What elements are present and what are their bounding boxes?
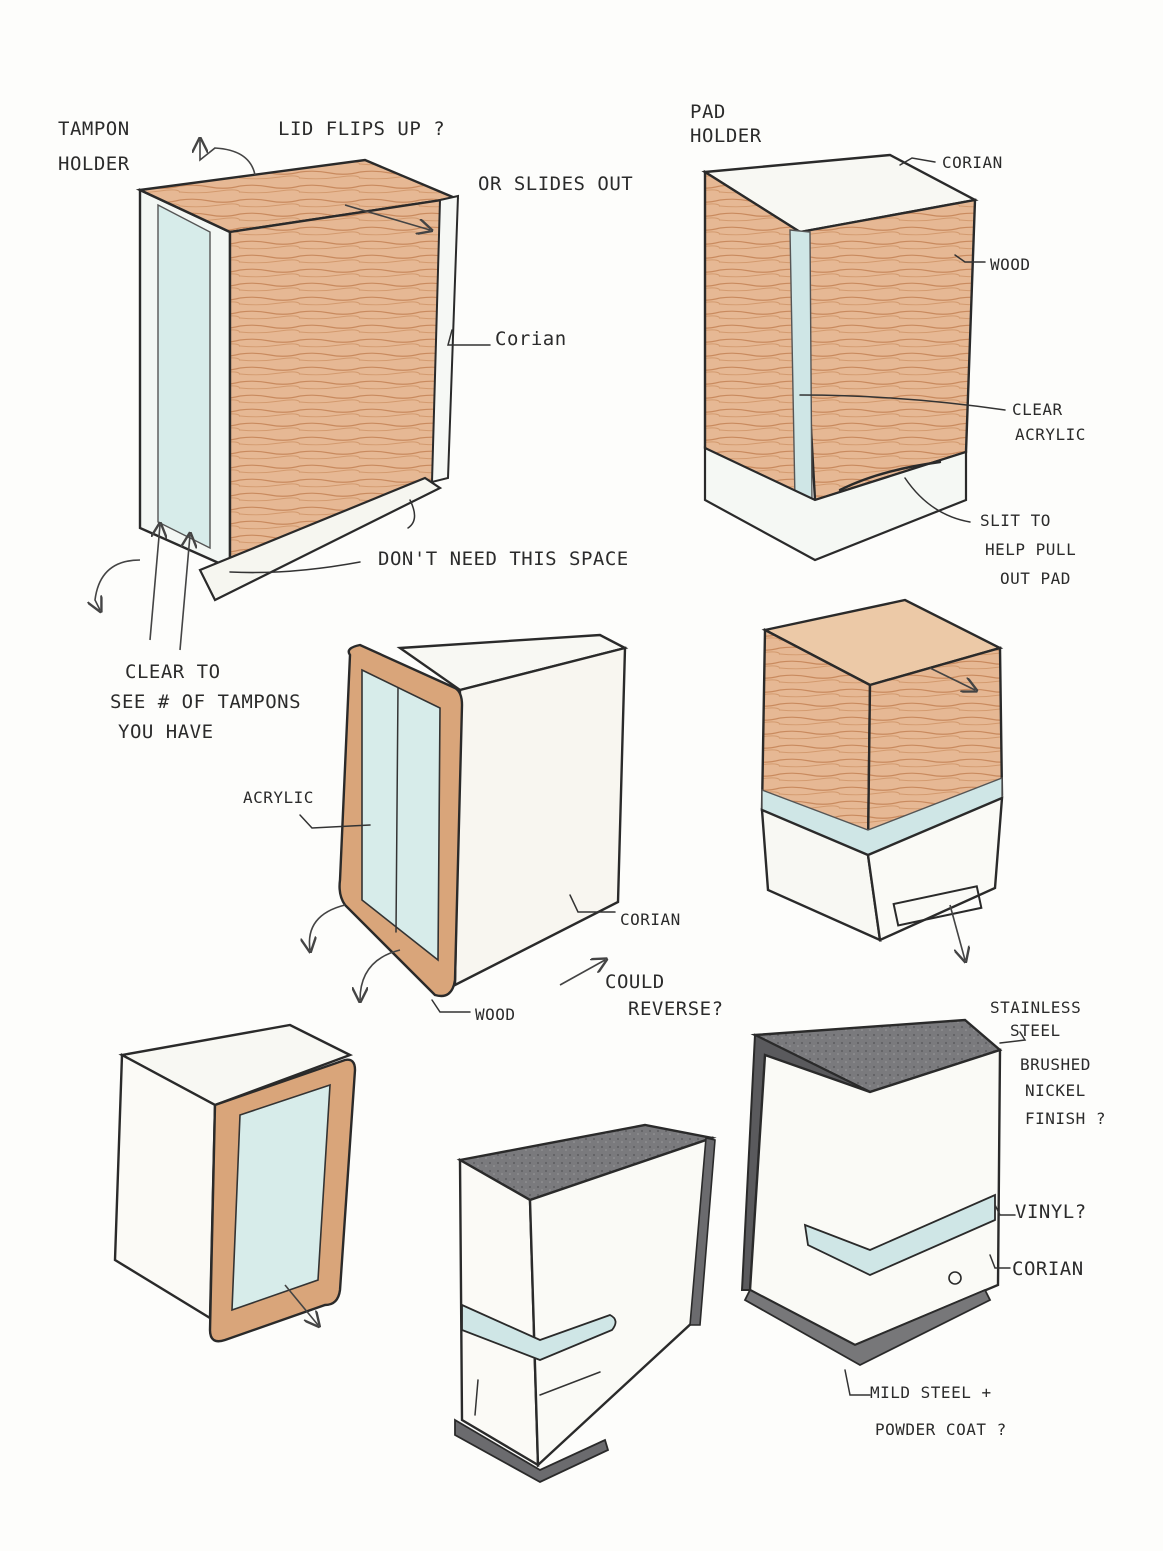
sketch-pad-holder-steel-small xyxy=(454,1123,717,1484)
corian-label: Corian xyxy=(495,328,567,350)
pull-notch xyxy=(948,1271,962,1285)
dispense-arrow xyxy=(284,1284,318,1325)
space-label: DON'T NEED THIS SPACE xyxy=(378,548,629,570)
wood-label: WOOD xyxy=(475,1005,516,1024)
stainless-leader xyxy=(999,1031,1027,1044)
lid-flip-arrow xyxy=(200,140,256,176)
side-corian xyxy=(453,646,627,987)
stainless-label-1: STAINLESS xyxy=(990,998,1081,1017)
window-divider xyxy=(395,687,399,933)
vinyl-label: VINYL? xyxy=(1015,1201,1087,1223)
acrylic-leader xyxy=(799,394,1006,411)
brushed-label-1: BRUSHED xyxy=(1020,1055,1091,1074)
title-line2: HOLDER xyxy=(58,153,130,175)
space-leader xyxy=(229,561,361,574)
pull-slot xyxy=(892,885,983,927)
corian-label: CORIAN xyxy=(942,153,1003,172)
title-line2: HOLDER xyxy=(690,125,762,147)
reverse-label-1: COULD xyxy=(605,971,665,993)
slide-arrow xyxy=(929,667,975,690)
slide-out-arrow xyxy=(344,204,430,230)
acrylic-label: ACRYLIC xyxy=(243,788,314,807)
reverse-arrow xyxy=(559,960,605,986)
brushed-label-2: NICKEL xyxy=(1025,1081,1086,1100)
wood-leader xyxy=(431,999,471,1013)
side-acrylic-window xyxy=(157,203,211,550)
dispense-arrow-1 xyxy=(309,904,346,950)
lid-label: LID FLIPS UP ? xyxy=(278,118,445,140)
clear-label-1: CLEAR TO xyxy=(125,661,221,683)
steel-base xyxy=(743,1288,992,1367)
steel-base xyxy=(454,1418,610,1484)
sketch-pad-holder-steel: STAINLESS STEEL BRUSHED NICKEL FINISH ? … xyxy=(740,998,1106,1439)
dispense-arrow xyxy=(949,904,965,960)
corian-leader xyxy=(989,1254,1011,1269)
corian-base-front xyxy=(866,796,1004,942)
base-corian xyxy=(703,446,968,562)
sketch-tampon-holder-2: ACRYLIC CORIAN WOOD COULD REVERSE? xyxy=(243,633,724,1024)
slit-label-2: HELP PULL xyxy=(985,540,1076,559)
acrylic-window xyxy=(231,1083,331,1312)
clear-label-2: SEE # OF TAMPONS xyxy=(110,691,301,713)
front-wood-panel xyxy=(798,198,977,502)
mild-label-2: POWDER COAT ? xyxy=(875,1420,1007,1439)
acrylic-leader xyxy=(299,814,371,829)
sketch-tampon-holder: TAMPON HOLDER LID FLIPS UP ? OR SLIDES O… xyxy=(58,118,633,743)
sketch-tampon-holder-3 xyxy=(113,1023,357,1343)
dispense-arrow xyxy=(95,559,141,610)
clear-label-3: YOU HAVE xyxy=(118,721,214,743)
clear-label-1: CLEAR xyxy=(1012,400,1063,419)
slide-label: OR SLIDES OUT xyxy=(478,173,633,195)
clear-label-2: ACRYLIC xyxy=(1015,425,1086,444)
acrylic-band xyxy=(461,1303,617,1361)
space-curl xyxy=(407,499,416,529)
pull-slit xyxy=(838,460,942,492)
slit-label-3: OUT PAD xyxy=(1000,569,1071,588)
brushed-label-3: FINISH ? xyxy=(1025,1109,1106,1128)
corian-leader xyxy=(447,329,491,346)
sketch-pad-holder-wood xyxy=(760,598,1004,960)
base-corian xyxy=(198,476,443,602)
stainless-label-2: STEEL xyxy=(1010,1021,1061,1040)
title-line1: TAMPON xyxy=(58,118,130,140)
sketch-pad-holder: PAD HOLDER CORIAN WOOD CLEAR ACRYLIC SLI… xyxy=(690,101,1086,588)
wood-leader xyxy=(954,254,986,263)
slit-label-1: SLIT TO xyxy=(980,511,1051,530)
vinyl-leader xyxy=(994,1204,1016,1216)
corian-label: CORIAN xyxy=(620,910,681,929)
clear-arrow-1 xyxy=(149,525,160,641)
corian-label: CORIAN xyxy=(1012,1258,1084,1280)
reverse-label-2: REVERSE? xyxy=(628,998,724,1020)
title-line1: PAD xyxy=(690,101,726,123)
clear-arrow-2 xyxy=(179,535,190,651)
mild-leader xyxy=(844,1369,871,1396)
steel-edge xyxy=(689,1137,716,1326)
acrylic-window xyxy=(361,668,441,962)
mild-label-1: MILD STEEL + xyxy=(870,1383,992,1402)
corian-leader xyxy=(569,894,616,913)
wood-label: WOOD xyxy=(990,255,1031,274)
acrylic-band xyxy=(803,1193,996,1276)
corian-leader xyxy=(899,157,936,166)
dispense-arrow-2 xyxy=(360,949,401,1000)
pull-slot xyxy=(474,1371,601,1416)
right-corian-edge xyxy=(430,194,460,484)
slit-leader xyxy=(904,477,971,523)
